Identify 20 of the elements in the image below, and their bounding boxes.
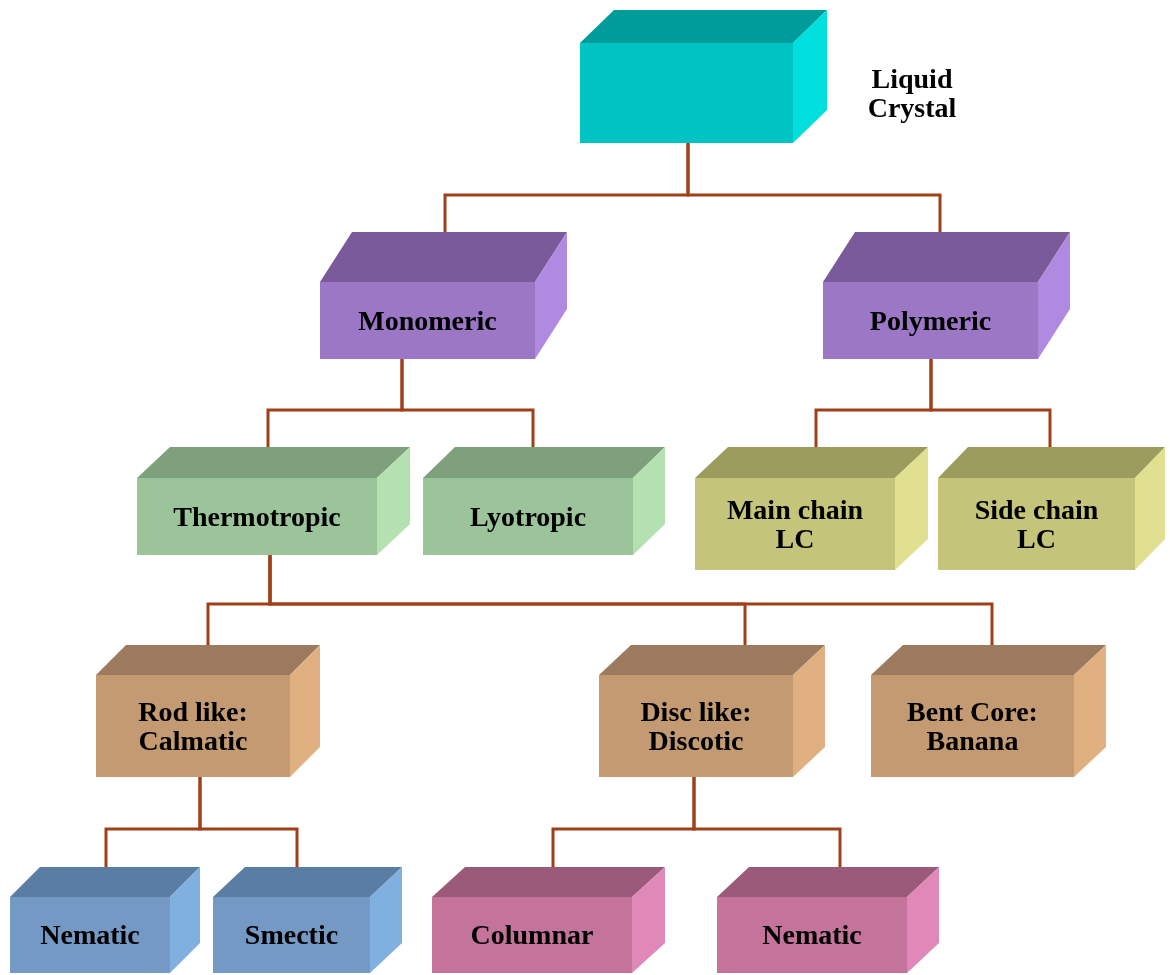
connector-line	[929, 359, 1052, 447]
connector-line	[692, 777, 842, 867]
node-label: Nematic	[762, 920, 862, 950]
node-label: Monomeric	[358, 305, 497, 336]
node-label: Disc like: Discotic	[639, 696, 753, 756]
node-label: Side chain LC	[973, 494, 1100, 554]
node-label: Columnar	[470, 920, 594, 950]
connector-line	[400, 359, 535, 447]
connector-line	[686, 143, 942, 232]
connector-line	[198, 777, 299, 867]
node-label: Lyotropic	[469, 501, 587, 532]
connector-line	[268, 555, 994, 645]
node-label: Nematic	[40, 920, 140, 950]
node-label: Rod like: Calmatic	[137, 696, 249, 756]
node-label: Polymeric	[869, 305, 992, 336]
node-label: Smectic	[244, 920, 339, 950]
node-label: Main chain LC	[725, 494, 865, 554]
node-label: Liquid Crystal	[866, 63, 958, 123]
node-label: Bent Core: Banana	[906, 696, 1039, 756]
node-label: Thermotropic	[173, 501, 341, 532]
